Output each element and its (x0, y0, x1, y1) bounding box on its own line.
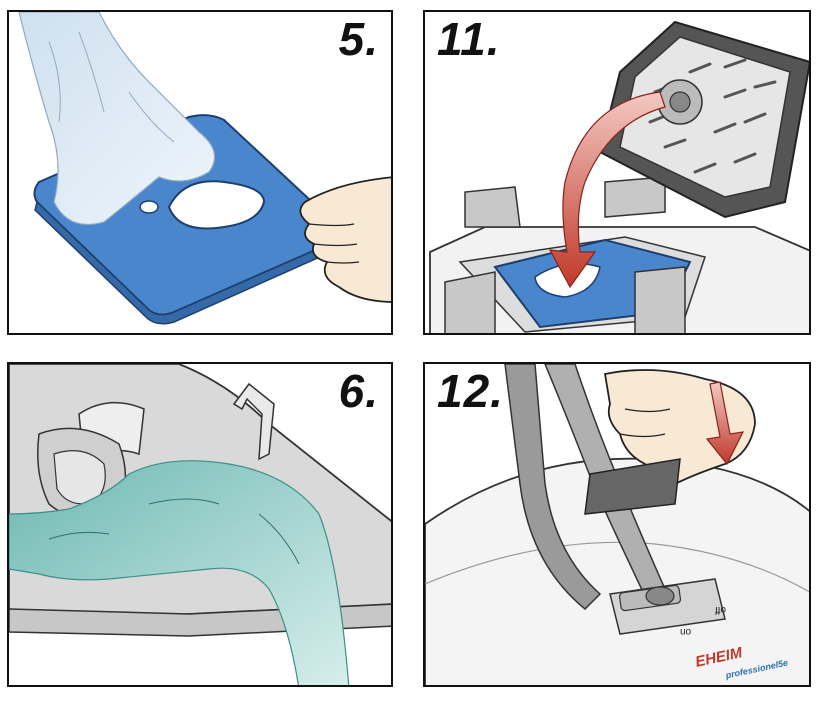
hand (299, 176, 391, 303)
rinse-sponge-illustration (18, 12, 391, 325)
panel-step-6: 6. (7, 362, 393, 687)
water-stream (18, 12, 216, 226)
sponge-center-hole (167, 180, 266, 230)
step-number: 5. (338, 13, 379, 65)
rinse-basket-illustration (9, 364, 391, 685)
panel-step-11: 11. (423, 10, 811, 335)
panel-step-12: 12. off on EHEIM professionel5e (423, 362, 811, 687)
red-arrow (705, 381, 745, 466)
step-number: 12. (437, 365, 504, 417)
hose-left (504, 364, 602, 611)
red-arrow (548, 91, 666, 289)
off-label: off (715, 604, 726, 615)
on-label: on (680, 626, 692, 637)
panel-step-5: 5. (7, 10, 393, 335)
water-flow (9, 460, 350, 685)
step-number: 11. (437, 13, 501, 65)
insert-sponge-illustration (429, 20, 809, 333)
basket-handle (232, 382, 275, 461)
connect-hoses-illustration (425, 364, 809, 685)
step-number: 6. (338, 365, 379, 417)
